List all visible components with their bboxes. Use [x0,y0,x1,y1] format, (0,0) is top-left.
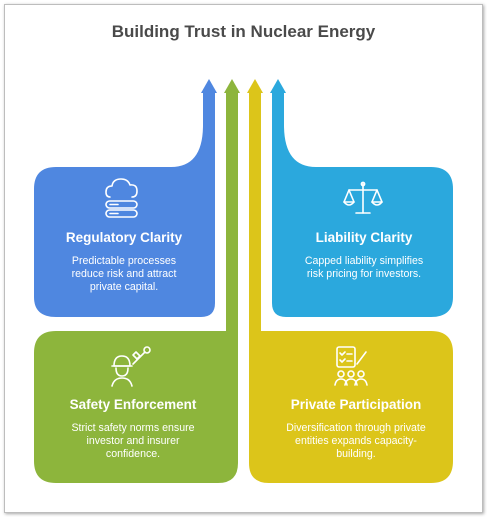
liability-desc-line: Capped liability simplifies [304,255,424,267]
liability-clarity-card: Liability Clarity Capped liability simpl… [280,230,448,281]
scales-icon [343,181,383,214]
safety-desc-line: Strict safety norms ensure [71,422,195,434]
regulatory-clarity-shape [34,92,215,317]
safety-desc-line: confidence. [105,448,161,460]
private-participation-desc: Diversification through private entities… [263,422,449,461]
worker-tools-icon [111,346,151,387]
safety-enforcement-title: Safety Enforcement [69,397,197,412]
private-desc-line: building. [336,448,376,460]
liability-clarity-title: Liability Clarity [315,230,413,245]
team-checklist-icon [334,346,368,386]
private-desc-line: Diversification through private [286,422,426,434]
safety-enforcement-shape [34,92,238,483]
safety-enforcement-card: Safety Enforcement Strict safety norms e… [40,397,226,461]
regulatory-clarity-card: Regulatory Clarity Predictable processes… [40,230,208,294]
regulatory-arrowhead [201,79,217,93]
liability-clarity-desc: Capped liability simplifies risk pricing… [280,255,448,281]
private-arrowhead [247,79,263,93]
regulatory-desc-line: reduce risk and attract [71,268,177,280]
regulatory-desc-line: Predictable processes [71,255,177,267]
liability-desc-line: risk pricing for investors. [306,268,422,280]
regulatory-desc-line: private capital. [89,281,159,293]
liability-arrowhead [270,79,286,93]
safety-arrowhead [224,79,240,93]
diagram-title: Building Trust in Nuclear Energy [111,22,376,41]
private-participation-shape [249,92,453,483]
safety-desc-line: investor and insurer [86,435,180,447]
cloud-database-icon [105,178,138,218]
regulatory-clarity-desc: Predictable processes reduce risk and at… [40,255,208,294]
regulatory-clarity-title: Regulatory Clarity [65,230,183,245]
safety-enforcement-desc: Strict safety norms ensure investor and … [40,422,226,461]
private-desc-line: entities expands capacity- [295,435,417,447]
private-participation-card: Private Participation Diversification th… [263,397,449,461]
private-participation-title: Private Participation [290,397,422,412]
